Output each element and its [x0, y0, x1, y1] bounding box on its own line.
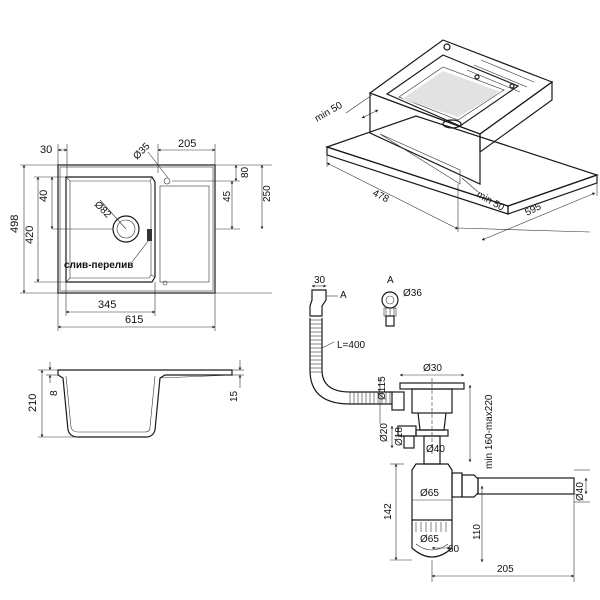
dim-210-label: 210	[27, 394, 39, 412]
dim-420-label: 420	[24, 226, 36, 244]
dim-d40-label: Ø40	[426, 444, 445, 455]
sink-drainer	[159, 185, 210, 283]
dim-d18-label: Ø18	[394, 427, 405, 446]
dim-110-label: 110	[472, 524, 483, 540]
dim-345-label: 345	[98, 299, 116, 311]
dim-142-label: 142	[383, 503, 394, 520]
overflow-slot	[147, 229, 152, 241]
dim-d20-label: Ø20	[379, 423, 390, 442]
dim-d60-label: 60	[448, 544, 460, 555]
dim-d115-label: Ø115	[377, 376, 388, 400]
sink-iso-view: min 50 478 min 50 595	[313, 39, 599, 241]
outlet-pipe	[477, 477, 575, 495]
view-a-label-2: A	[387, 275, 394, 286]
sink-profile	[57, 369, 233, 438]
dim-range-label: min 160-max220	[484, 394, 495, 469]
dim-d30b-label: Ø30	[423, 363, 442, 374]
overflow-hose	[309, 318, 392, 405]
overflow-connector	[309, 289, 327, 317]
dim-205s-label: 205	[497, 564, 514, 575]
dim-30-label: 30	[40, 144, 52, 156]
dim-478-label: 478	[371, 188, 391, 206]
dim-498-label: 498	[9, 215, 21, 233]
dim-250-label: 250	[262, 185, 273, 202]
view-a-label-1: A	[340, 290, 347, 301]
dim-min50-b-label: min 50	[475, 189, 507, 214]
dim-615-label: 615	[125, 314, 143, 326]
dim-s30-label: 30	[314, 275, 326, 286]
dim-595-label: 595	[523, 201, 543, 219]
iso-tap-hole	[443, 43, 451, 51]
dim-d82-label: Ø82	[92, 199, 113, 220]
dim-d35-label: Ø35	[131, 141, 152, 162]
overflow-label: слив-перелив	[64, 260, 133, 271]
iso-sink-front	[369, 92, 481, 185]
dim-l400-label: L=400	[337, 340, 366, 351]
sink-top-view: 30 205 Ø35 498 420 40 Ø82 слив-перелив 8…	[9, 138, 273, 331]
sink-section-view: 210 8 15	[27, 360, 244, 438]
dim-d40b-label: Ø40	[575, 482, 586, 501]
siphon-assembly: 30 A L=400 A Ø36 Ø30 Ø115 Ø	[309, 275, 590, 582]
iso-sink-side	[479, 80, 553, 154]
tap-hole	[163, 177, 171, 185]
dim-45-label: 45	[222, 190, 233, 202]
dim-15-label: 15	[229, 390, 240, 402]
dim-d36-label: Ø36	[403, 288, 422, 299]
countertop-top	[325, 115, 599, 207]
trap-cup	[411, 520, 453, 558]
dim-min50-a-label: min 50	[313, 100, 345, 125]
dim-d65b-label: Ø65	[420, 534, 439, 545]
drain-body	[411, 388, 453, 414]
dim-d65a-label: Ø65	[420, 488, 439, 499]
iso-bowl-rim	[385, 54, 520, 127]
dim-80-label: 80	[240, 166, 251, 178]
countertop-front	[326, 146, 509, 215]
countertop-side	[507, 174, 598, 215]
dim-205-label: 205	[178, 138, 196, 150]
iso-drain	[442, 119, 462, 129]
detail-a-ring	[381, 291, 399, 309]
dim-8-label: 8	[49, 390, 60, 396]
dim-40-label: 40	[38, 190, 50, 202]
